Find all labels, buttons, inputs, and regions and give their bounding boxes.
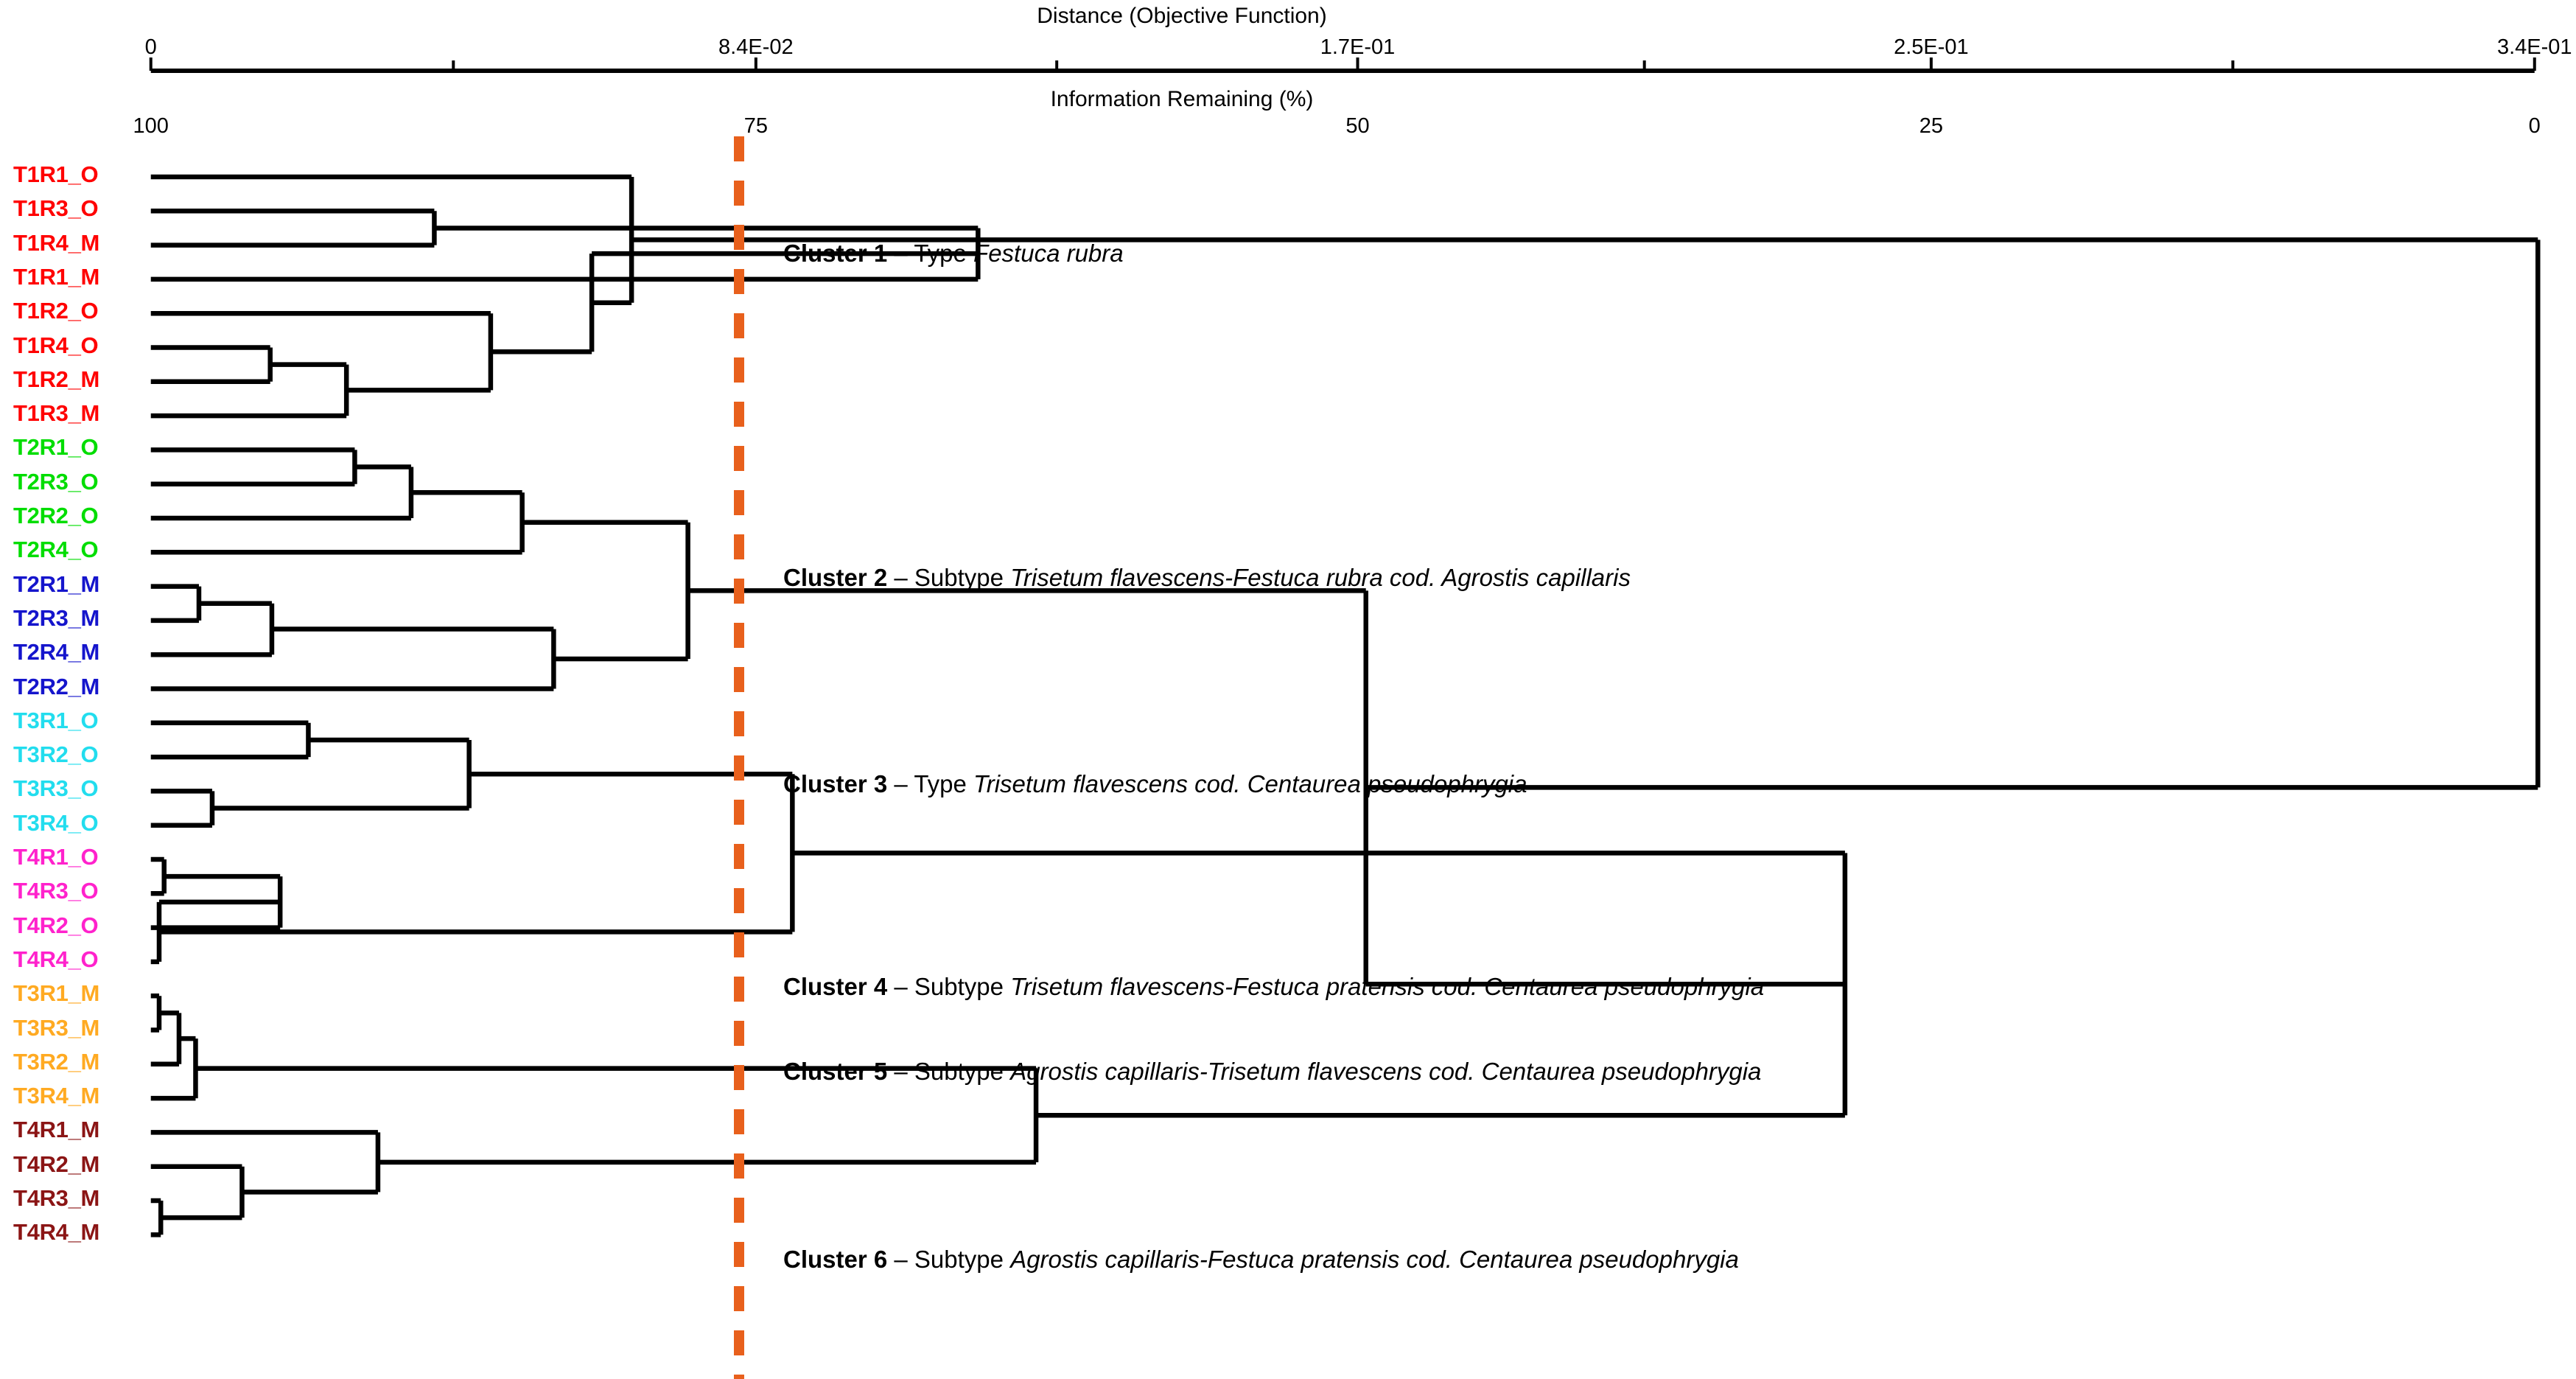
leaf-label-t1r1_o[interactable]: T1R1_O: [13, 161, 99, 187]
leaf-label-t1r3_m[interactable]: T1R3_M: [13, 400, 100, 427]
leaf-label-t2r2_m[interactable]: T2R2_M: [13, 673, 100, 699]
top-tick-3: 2.5E-01: [1894, 35, 1969, 59]
leaf-label-t4r2_m[interactable]: T4R2_M: [13, 1151, 100, 1177]
leaf-label-t2r1_m[interactable]: T2R1_M: [13, 570, 100, 597]
leaf-label-t4r3_o[interactable]: T4R3_O: [13, 878, 99, 904]
leaf-label-t2r4_m[interactable]: T2R4_M: [13, 639, 100, 666]
leaf-label-t4r3_m[interactable]: T4R3_M: [13, 1185, 100, 1211]
cluster-rank-prefix: Type: [914, 770, 974, 797]
cluster-annotation-2: Cluster 2 – Subtype Trisetum flavescens-…: [783, 564, 1631, 592]
leaf-label-t1r4_o[interactable]: T1R4_O: [13, 332, 99, 358]
top-axis-title: Distance (Objective Function): [1037, 4, 1327, 28]
cluster-rank-prefix: Subtype: [914, 1246, 1011, 1273]
leaf-label-t3r4_m[interactable]: T3R4_M: [13, 1083, 100, 1109]
cluster-dash: –: [887, 973, 914, 1000]
dendrogram-branches: [150, 174, 2541, 1237]
leaf-label-t4r2_o[interactable]: T4R2_O: [13, 912, 99, 938]
leaf-label-t2r2_o[interactable]: T2R2_O: [13, 503, 99, 528]
cluster-taxon-name: Festuca rubra: [973, 240, 1124, 267]
leaf-label-t3r2_o[interactable]: T3R2_O: [13, 741, 99, 768]
top-tick-4: 3.4E-01: [2496, 35, 2572, 59]
top-tick-0: 0: [144, 35, 157, 59]
cluster-annotation-3: Cluster 3 – Type Trisetum flavescens cod…: [783, 770, 1527, 798]
leaf-label-t1r3_o[interactable]: T1R3_O: [13, 195, 99, 222]
cluster-annotation-5: Cluster 5 – Subtype Agrostis capillaris-…: [783, 1058, 1761, 1086]
cluster-name: Cluster 4: [783, 973, 888, 1000]
leaf-label-t2r3_m[interactable]: T2R3_M: [13, 604, 100, 631]
cluster-name: Cluster 3: [783, 770, 888, 797]
cluster-taxon-name: Agrostis capillaris-Trisetum flavescens …: [1010, 1058, 1762, 1085]
leaf-label-t4r1_m[interactable]: T4R1_M: [13, 1117, 100, 1143]
bottom-tick-0: 100: [133, 114, 169, 138]
bottom-tick-2: 50: [1345, 114, 1370, 138]
leaf-label-t1r1_m[interactable]: T1R1_M: [13, 263, 100, 290]
axis-lines: [149, 57, 2536, 73]
leaf-label-t4r4_m[interactable]: T4R4_M: [13, 1219, 100, 1246]
top-tick-1: 8.4E-02: [718, 35, 794, 59]
cluster-name: Cluster 6: [783, 1246, 888, 1273]
cluster-dash: –: [887, 770, 914, 797]
leaf-label-t3r1_m[interactable]: T3R1_M: [13, 980, 100, 1007]
leaf-label-t4r1_o[interactable]: T4R1_O: [13, 844, 99, 870]
bottom-tick-4: 0: [2528, 114, 2541, 138]
cluster-taxon-name: Trisetum flavescens cod. Centaurea pseud…: [973, 770, 1527, 797]
leaf-label-t1r2_m[interactable]: T1R2_M: [13, 366, 100, 392]
cluster-dash: –: [887, 564, 914, 591]
leaf-label-t2r3_o[interactable]: T2R3_O: [13, 468, 99, 495]
cluster-name: Cluster 5: [783, 1058, 888, 1085]
cluster-annotation-6: Cluster 6 – Subtype Agrostis capillaris-…: [783, 1246, 1739, 1274]
leaf-label-t3r3_m[interactable]: T3R3_M: [13, 1014, 100, 1041]
cluster-name: Cluster 2: [783, 564, 888, 591]
cluster-rank-prefix: Subtype: [914, 973, 1011, 1000]
top-tick-2: 1.7E-01: [1320, 35, 1396, 59]
cluster-taxon-name: Trisetum flavescens-Festuca rubra cod. A…: [1010, 564, 1631, 591]
leaf-label-t2r4_o[interactable]: T2R4_O: [13, 537, 99, 563]
cluster-dash: –: [887, 1058, 914, 1085]
leaf-label-t3r4_o[interactable]: T3R4_O: [13, 809, 99, 836]
leaf-label-t4r4_o[interactable]: T4R4_O: [13, 946, 99, 972]
cluster-dash: –: [887, 1246, 914, 1273]
bottom-tick-1: 75: [743, 114, 768, 138]
cluster-rank-prefix: Subtype: [914, 1058, 1011, 1085]
leaf-label-t3r3_o[interactable]: T3R3_O: [13, 775, 99, 802]
leaf-label-t3r2_m[interactable]: T3R2_M: [13, 1048, 100, 1075]
bottom-axis-title: Information Remaining (%): [1050, 87, 1314, 111]
cluster-taxon-name: Agrostis capillaris-Festuca pratensis co…: [1010, 1246, 1739, 1273]
leaf-label-t1r4_m[interactable]: T1R4_M: [13, 229, 100, 256]
leaf-label-t2r1_o[interactable]: T2R1_O: [13, 434, 99, 461]
cluster-rank-prefix: Subtype: [914, 564, 1011, 591]
bottom-tick-3: 25: [1919, 114, 1943, 138]
leaf-label-t1r2_o[interactable]: T1R2_O: [13, 298, 99, 324]
leaf-label-t3r1_o[interactable]: T3R1_O: [13, 707, 99, 733]
